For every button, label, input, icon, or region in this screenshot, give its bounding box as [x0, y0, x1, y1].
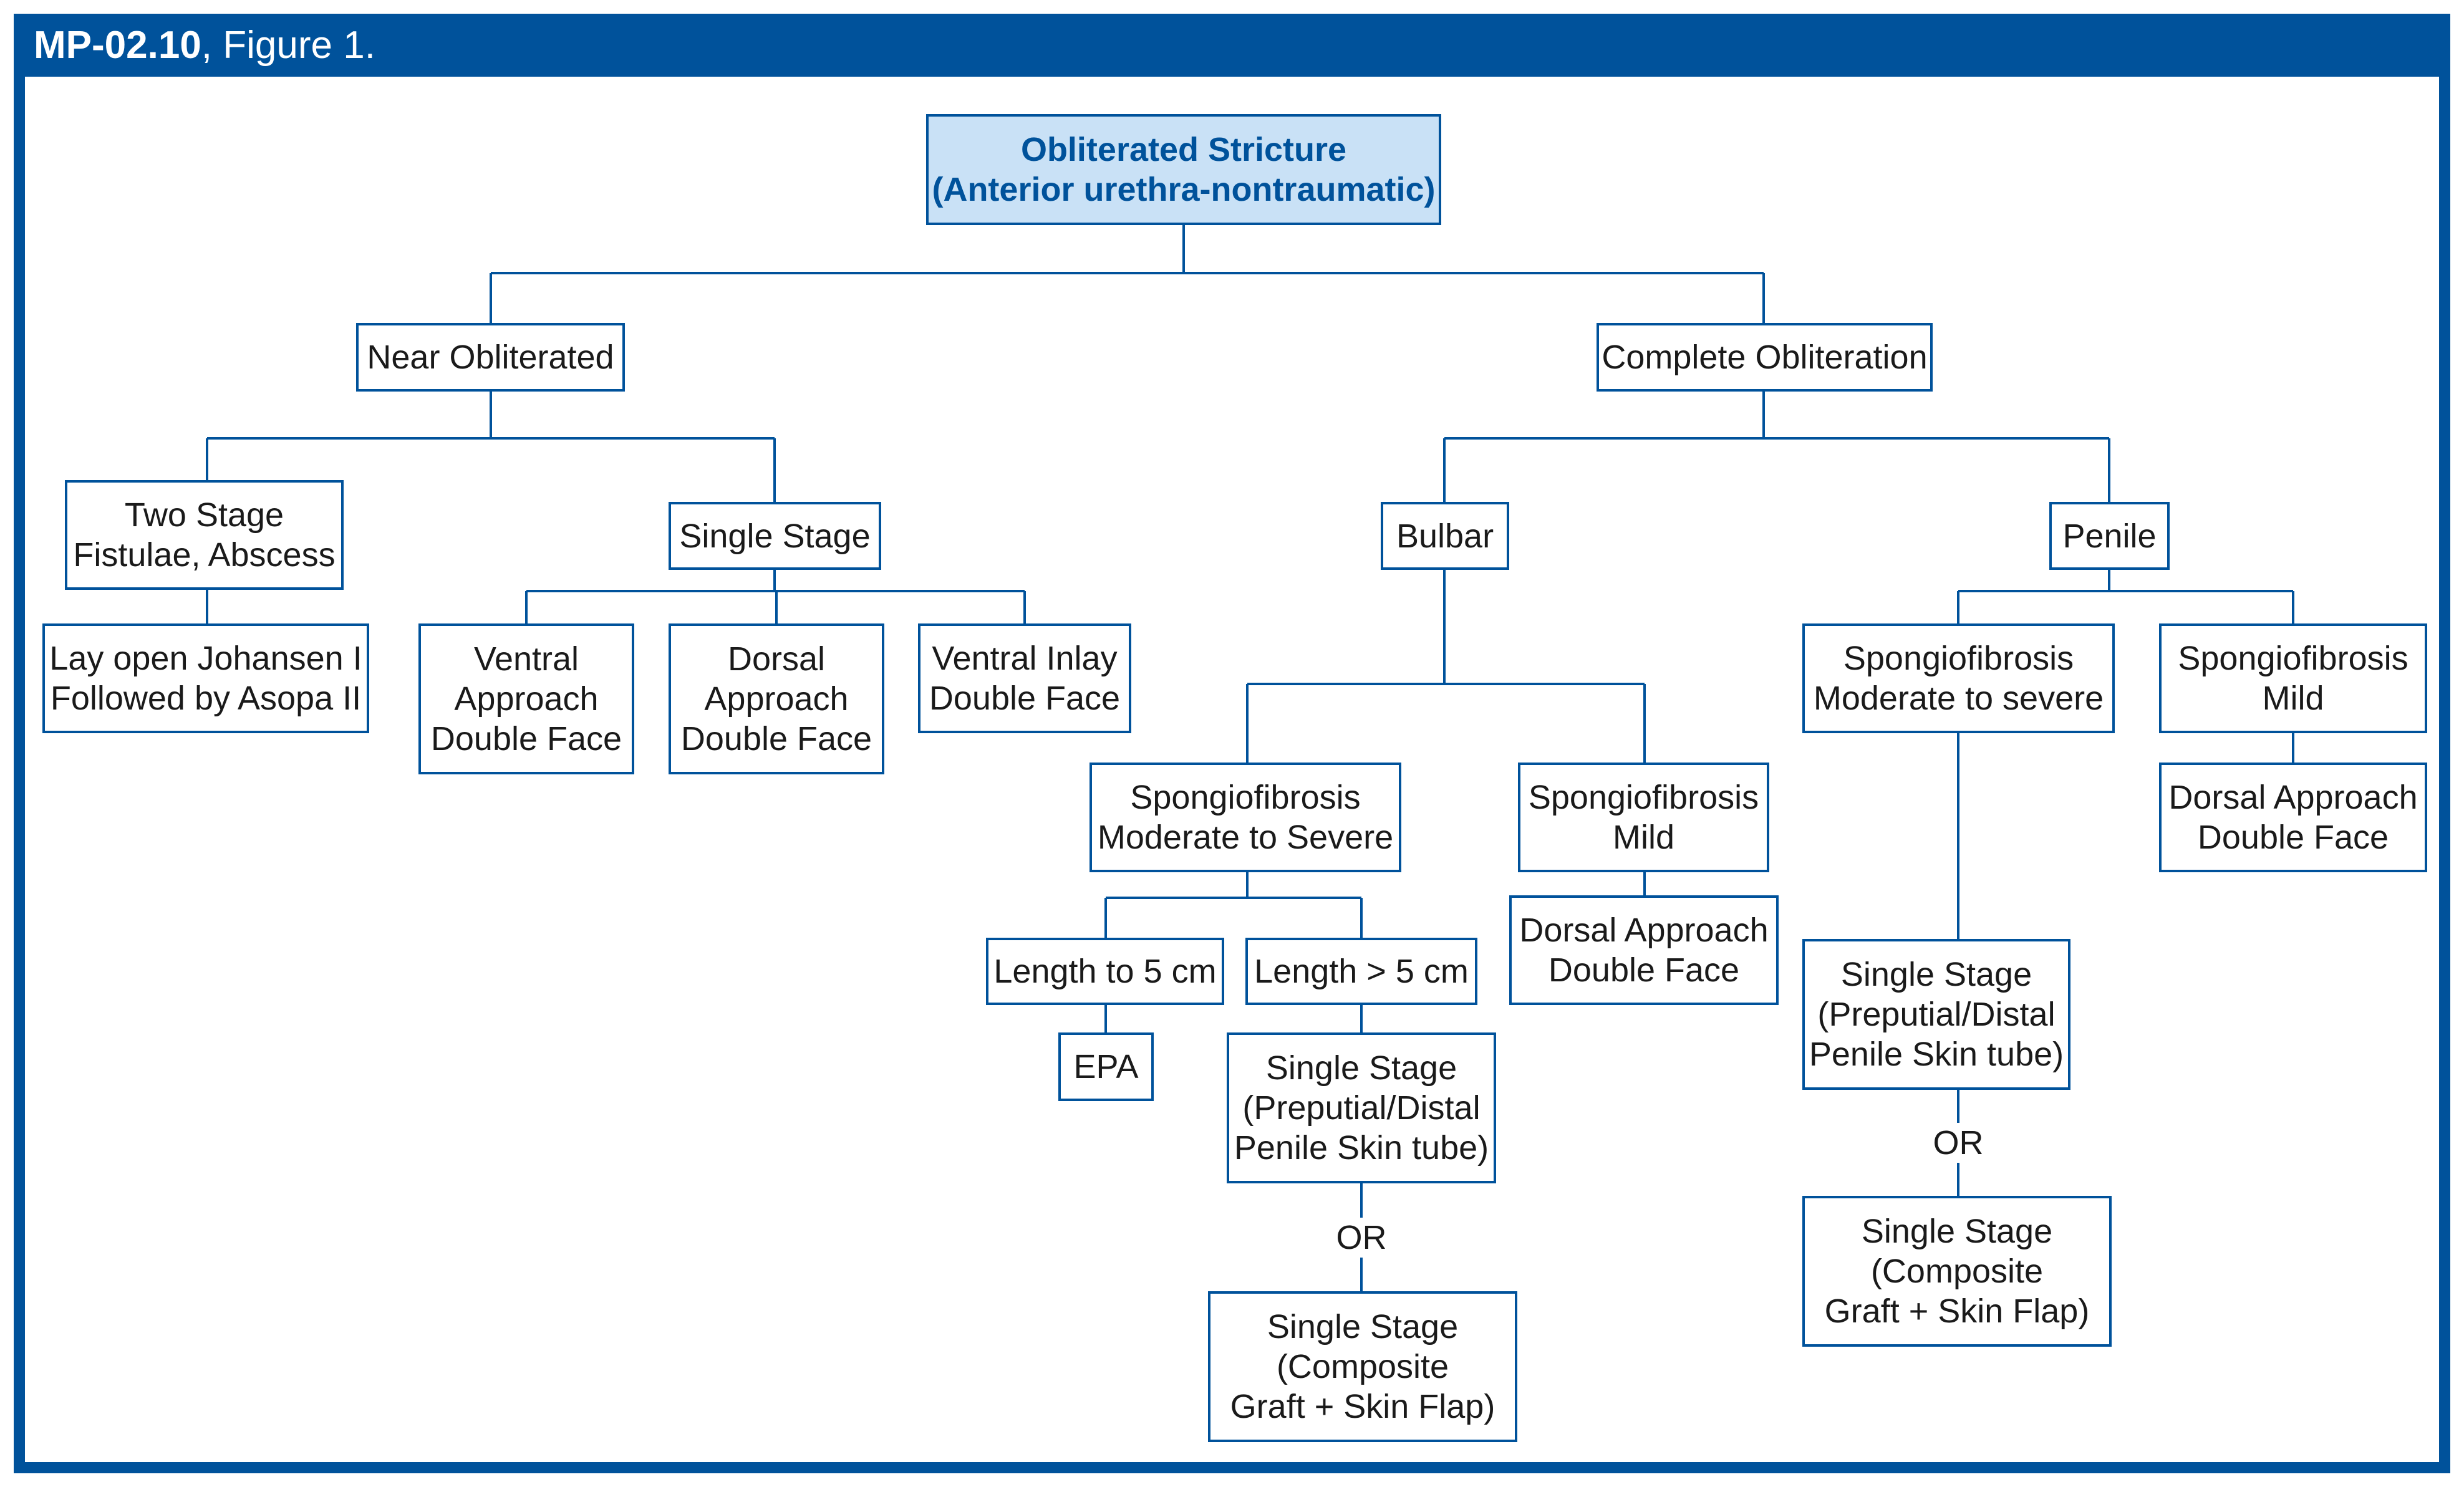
node-label-line: (Preputial/Distal [1817, 996, 2056, 1033]
node-single-stage: Single Stage [669, 502, 881, 570]
node-label-line: Spongiofibrosis [1130, 779, 1361, 816]
node-label-line: Spongiofibrosis [2178, 640, 2408, 677]
node-label-line: Fistulae, Abscess [73, 536, 336, 574]
node-epa: EPA [1058, 1032, 1154, 1101]
node-bulbar: Bulbar [1381, 502, 1509, 570]
node-near-obliterated: Near Obliterated [356, 323, 625, 392]
node-label-line: Double Face [2197, 819, 2389, 856]
node-label-line: Spongiofibrosis [1528, 779, 1759, 816]
node-label-line: Bulbar [1396, 517, 1494, 555]
node-label-line: Penile Skin tube) [1809, 1036, 2064, 1073]
node-label-line: Ventral [473, 640, 579, 678]
or-label: OR [1330, 1218, 1393, 1258]
node-complete-obliteration: Complete Obliteration [1597, 323, 1933, 392]
node-label-line: (Anterior urethra-nontraumatic) [932, 171, 1436, 208]
node-label-line: Ventral Inlay [932, 640, 1118, 677]
node-label-line: Followed by Asopa II [50, 680, 362, 717]
node-label-line: Moderate to Severe [1097, 819, 1394, 856]
node-length-to-5: Length to 5 cm [986, 938, 1224, 1005]
node-label-line: Dorsal [727, 640, 826, 678]
node-label-line: (Composite [1870, 1253, 2044, 1290]
node-label-line: Graft + Skin Flap) [1824, 1292, 2090, 1330]
node-label-line: Approach [454, 680, 599, 718]
node-penile: Penile [2049, 502, 2170, 570]
node-label-line: Dorsal Approach [1519, 912, 1769, 949]
node-label-line: Obliterated Stricture [1020, 131, 1347, 168]
node-label-line: Double Face [1548, 951, 1740, 989]
node-label-line: Dorsal Approach [2168, 779, 2418, 816]
node-label-line: (Preputial/Distal [1242, 1089, 1481, 1127]
node-label-line: Two Stage [124, 496, 284, 534]
node-label-line: (Composite [1276, 1348, 1449, 1385]
node-label-line: Single Stage [1265, 1049, 1457, 1087]
node-label-line: Single Stage [1267, 1308, 1459, 1345]
node-label-line: Length to 5 cm [993, 953, 1217, 990]
node-label-line: Double Face [680, 720, 872, 758]
node-length-gt-5: Length > 5 cm [1245, 938, 1477, 1005]
node-label-line: Single Stage [679, 517, 871, 555]
figure-code: MP-02.10 [34, 24, 201, 67]
node-label-line: Mild [1612, 819, 1674, 856]
node-label-line: Mild [2262, 680, 2324, 717]
or-label: OR [1927, 1123, 1989, 1163]
node-label-line: Penile [2062, 517, 2157, 555]
node-label-line: Penile Skin tube) [1234, 1129, 1489, 1167]
node-root: Obliterated Stricture(Anterior urethra-n… [926, 114, 1441, 225]
figure-subtitle: , Figure 1. [201, 24, 375, 67]
node-label-line: EPA [1073, 1048, 1139, 1085]
node-label-line: Double Face [929, 680, 1121, 717]
node-label-line: Moderate to severe [1813, 680, 2104, 717]
node-label-line: Spongiofibrosis [1843, 640, 2074, 677]
node-label-line: Complete Obliteration [1602, 339, 1928, 376]
node-label-line: Graft + Skin Flap) [1230, 1388, 1495, 1425]
node-label-line: Lay open Johansen I [49, 640, 362, 677]
node-label-line: Approach [704, 680, 849, 718]
node-label-line: Length > 5 cm [1254, 953, 1469, 990]
node-label-line: Single Stage [1861, 1213, 2053, 1250]
node-label-line: Double Face [430, 720, 622, 758]
node-label-line: Single Stage [1840, 956, 2032, 993]
node-label-line: Near Obliterated [367, 339, 614, 376]
